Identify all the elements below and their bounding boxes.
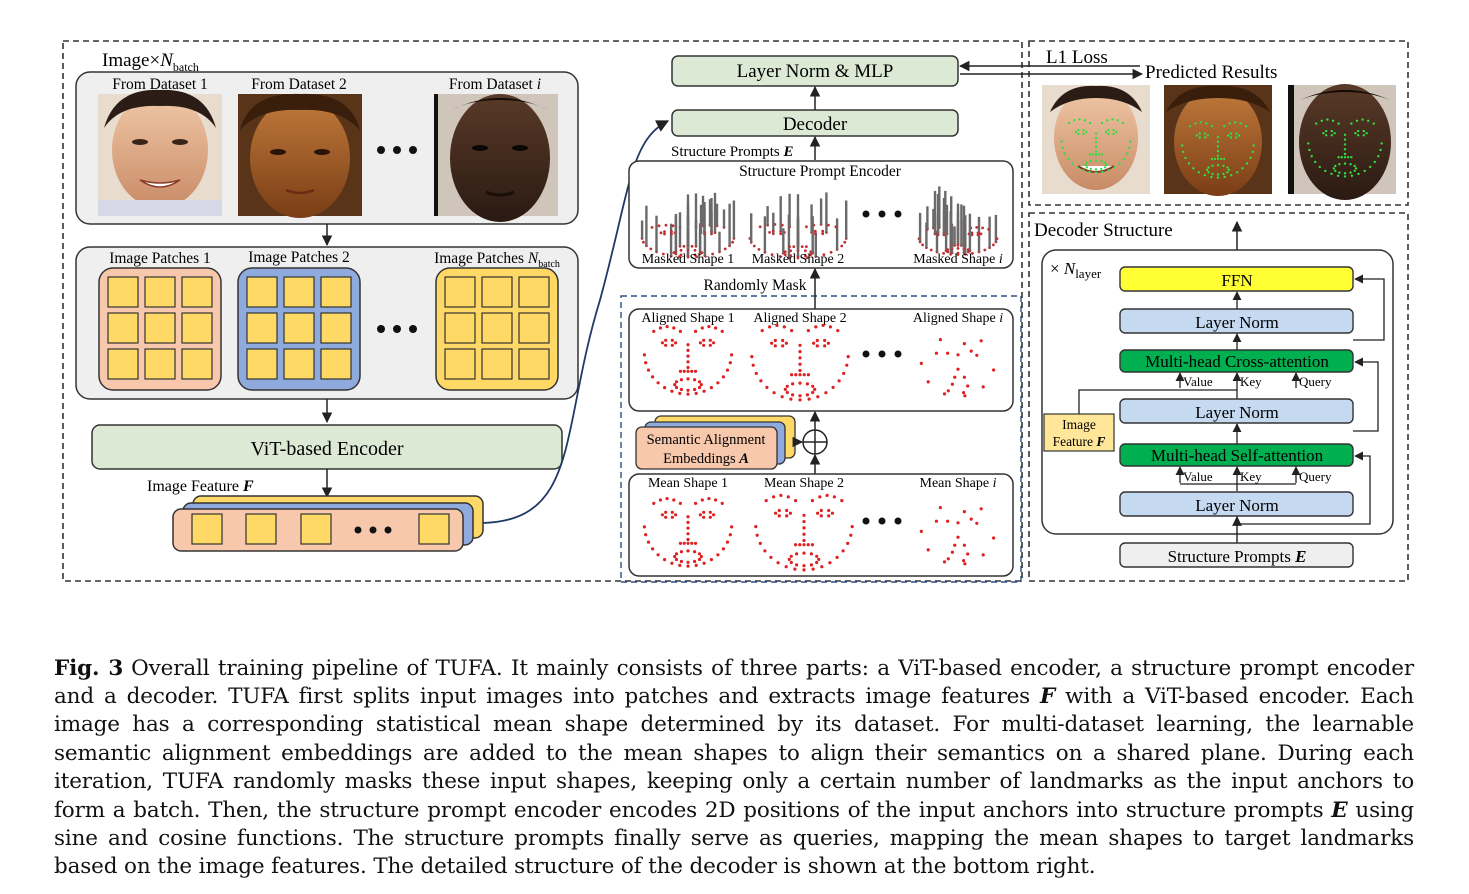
residual-ffn bbox=[1353, 274, 1385, 341]
value-label-self: Value bbox=[1183, 469, 1213, 484]
mean-label-i: Mean Shape i bbox=[920, 476, 997, 491]
patches-label-n: Image Patches Nbatch bbox=[434, 250, 560, 270]
layer-norm-box-2 bbox=[1119, 398, 1354, 424]
result-photo-3 bbox=[1288, 84, 1396, 200]
dataset-label-i: From Dataset i bbox=[449, 76, 541, 93]
svg-text:Semantic Alignment: Semantic Alignment bbox=[647, 432, 766, 448]
value-label-cross: Value bbox=[1183, 374, 1213, 389]
aligned-shapes-art bbox=[642, 323, 996, 402]
mean-shapes-art bbox=[642, 493, 996, 572]
ellipsis-dots-masked bbox=[862, 210, 902, 218]
query-label-cross: Query bbox=[1299, 374, 1332, 389]
layer-norm-label-2: Layer Norm bbox=[1195, 403, 1279, 422]
ellipsis-dots-aligned bbox=[862, 350, 902, 358]
batch-label: Image×Nbatch bbox=[102, 50, 199, 74]
feature-to-decoder-curve bbox=[482, 120, 670, 524]
mean-shapes-box bbox=[628, 473, 1014, 577]
layer-norm-box-1 bbox=[1119, 491, 1354, 517]
face-photo-1 bbox=[98, 89, 222, 216]
cross-attention-label: Multi-head Cross-attention bbox=[1145, 352, 1329, 371]
caption-label: Fig. 3 bbox=[54, 655, 124, 681]
aligned-shapes-box bbox=[628, 308, 1014, 412]
result-photo-1 bbox=[1042, 85, 1150, 194]
ellipsis-dots-images bbox=[377, 146, 417, 154]
face-photo-i bbox=[434, 94, 558, 222]
caption-text-1: Overall training pipeline of TUFA. It ma… bbox=[54, 655, 1414, 709]
dataset-label-1: From Dataset 1 bbox=[112, 76, 208, 93]
mean-label-2: Mean Shape 2 bbox=[764, 476, 844, 491]
patch-grid-1 bbox=[98, 267, 222, 391]
ellipsis-dots-patches bbox=[377, 325, 417, 333]
ffn-label: FFN bbox=[1221, 271, 1252, 290]
vit-encoder-label: ViT-based Encoder bbox=[250, 438, 403, 460]
caption-var-e: E bbox=[1331, 797, 1348, 823]
patch-grid-n bbox=[435, 267, 559, 391]
image-feature-to-value-key bbox=[1078, 389, 1180, 414]
residual-self bbox=[1237, 451, 1371, 525]
pipeline-figure: Image×Nbatch From Dataset 1 From Dataset… bbox=[62, 40, 1409, 583]
add-operator-icon bbox=[802, 429, 828, 455]
decoder-label: Decoder bbox=[783, 114, 848, 135]
caption-text-3: using sine and cosine functions. The str… bbox=[54, 797, 1414, 880]
self-attention-label: Multi-head Self-attention bbox=[1151, 446, 1324, 465]
masked-shapes-art bbox=[640, 186, 999, 260]
layer-norm-label-3: Layer Norm bbox=[1195, 313, 1279, 332]
patches-label-2: Image Patches 2 bbox=[248, 249, 350, 266]
n-layer-label: × Nlayer bbox=[1050, 259, 1102, 281]
structure-prompts-box-label: Structure Prompts E bbox=[1168, 547, 1307, 566]
masked-label-i: Masked Shape i bbox=[913, 252, 1003, 267]
ffn-box bbox=[1119, 266, 1354, 292]
caption-var-f: F bbox=[1040, 683, 1056, 709]
image-feature-label: Image Feature F bbox=[147, 478, 254, 495]
caption-text-2: with a ViT-based encoder. Each image has… bbox=[54, 683, 1414, 823]
spe-title: Structure Prompt Encoder bbox=[739, 163, 902, 180]
mean-label-1: Mean Shape 1 bbox=[648, 476, 728, 491]
aligned-label-1: Aligned Shape 1 bbox=[641, 311, 734, 326]
layer-norm-mlp-label: Layer Norm & MLP bbox=[737, 61, 894, 82]
structure-prompts-label: Structure Prompts E bbox=[671, 144, 794, 160]
image-feature-stack bbox=[172, 495, 484, 552]
image-feature-box bbox=[1043, 413, 1115, 452]
result-photo-2 bbox=[1164, 85, 1272, 196]
decoder-structure-title: Decoder Structure bbox=[1034, 220, 1173, 241]
dataset-label-2: From Dataset 2 bbox=[251, 76, 347, 93]
l1-loss-label: L1 Loss bbox=[1046, 47, 1108, 68]
structure-prompts-box bbox=[1119, 542, 1354, 568]
masked-label-1: Masked Shape 1 bbox=[642, 252, 735, 267]
face-photo-2 bbox=[238, 93, 362, 218]
svg-text:Embeddings A: Embeddings A bbox=[663, 451, 749, 467]
masked-label-2: Masked Shape 2 bbox=[752, 252, 845, 267]
query-label-self: Query bbox=[1299, 469, 1332, 484]
residual-cross bbox=[1353, 357, 1379, 432]
image-feature-box-line2: Feature F bbox=[1053, 434, 1106, 449]
decoder-structure-frame bbox=[1028, 212, 1409, 582]
key-label-cross: Key bbox=[1240, 374, 1262, 389]
randomly-mask-label: Randomly Mask bbox=[704, 277, 807, 294]
semantic-alignment-embeddings: Semantic Alignment Embeddings A bbox=[635, 415, 796, 470]
patches-label-1: Image Patches 1 bbox=[109, 250, 211, 267]
image-feature-box-line1: Image bbox=[1062, 417, 1096, 432]
key-label-self: Key bbox=[1240, 469, 1262, 484]
aligned-label-2: Aligned Shape 2 bbox=[753, 311, 846, 326]
ellipsis-dots-mean bbox=[862, 517, 902, 525]
aligned-label-i: Aligned Shape i bbox=[913, 311, 1003, 326]
predicted-results-label: Predicted Results bbox=[1145, 62, 1277, 83]
predicted-results-frame bbox=[1028, 40, 1409, 206]
patch-grid-2 bbox=[237, 267, 361, 391]
mean-shape-frame bbox=[620, 295, 1022, 583]
layer-norm-label-1: Layer Norm bbox=[1195, 496, 1279, 515]
